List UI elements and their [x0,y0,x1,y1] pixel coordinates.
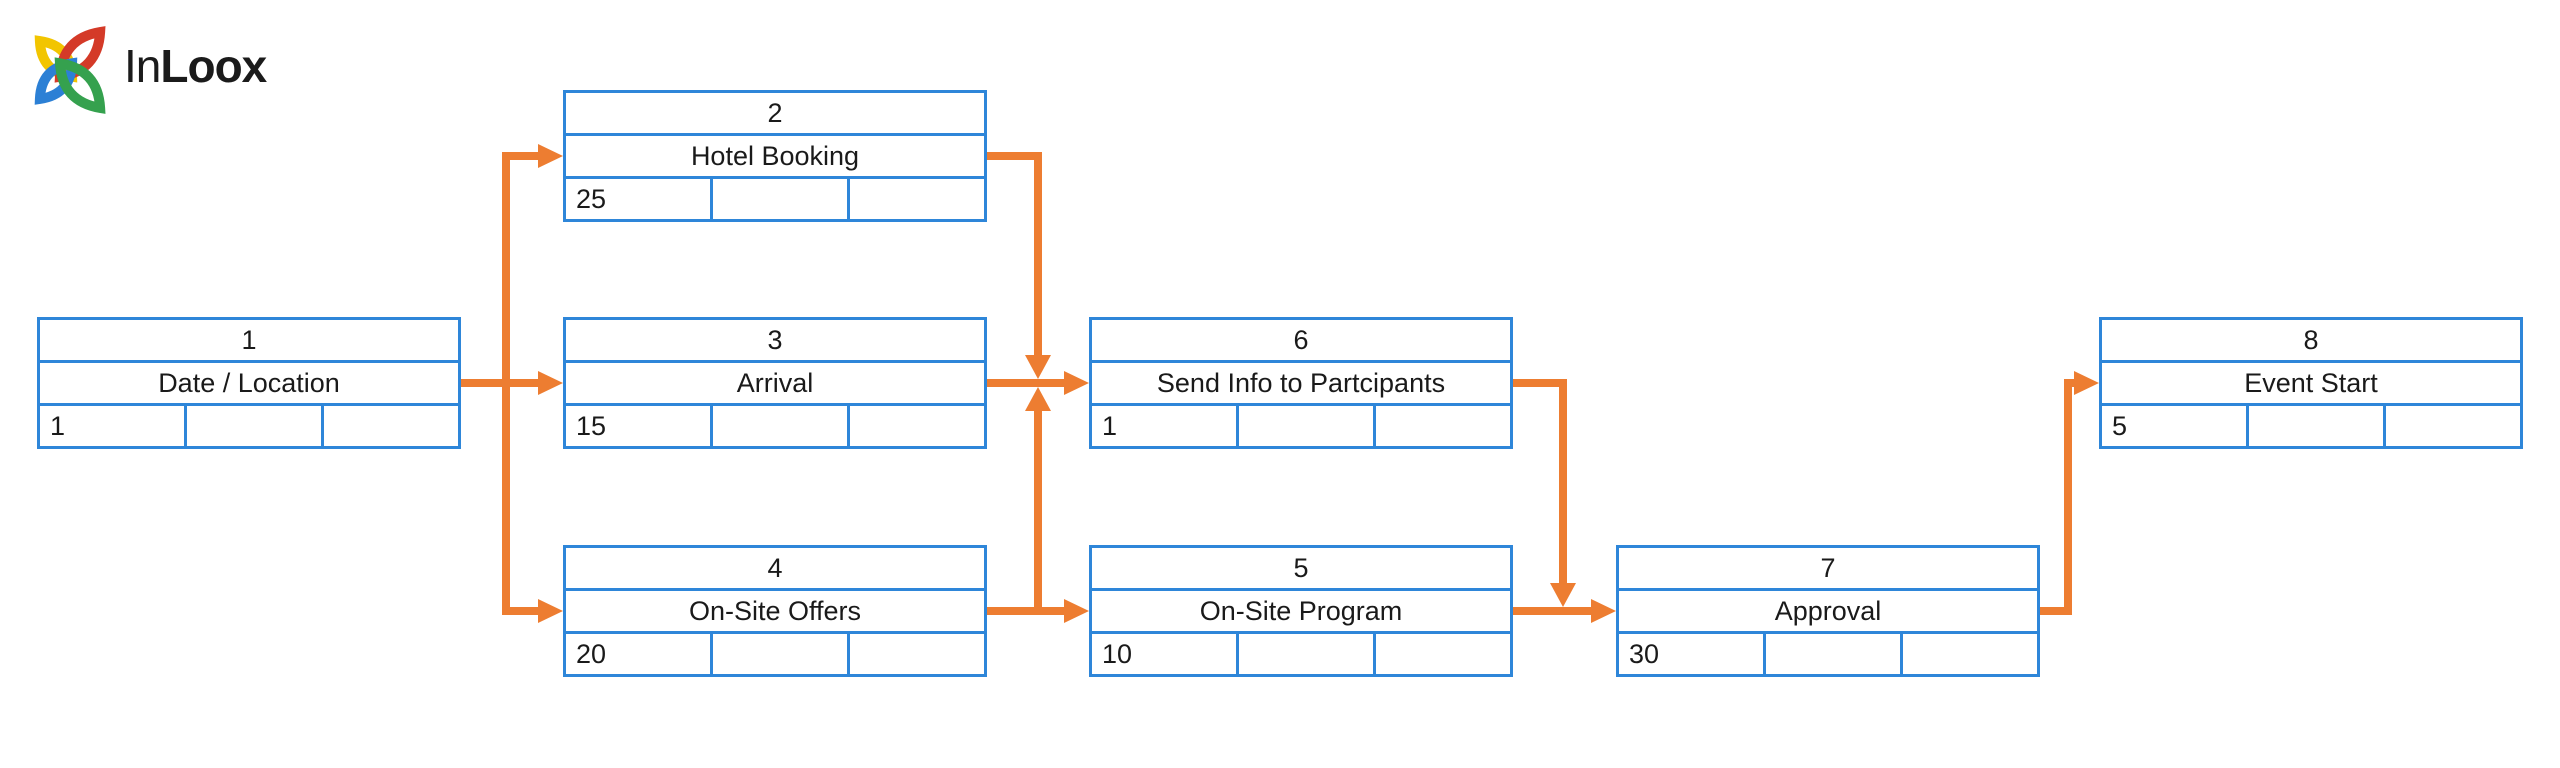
task-number: 3 [767,324,783,355]
task-number: 1 [241,324,257,355]
task-number: 8 [2303,324,2319,355]
task-duration: 1 [1102,410,1118,441]
task-node-8-event-start[interactable]: 8 Event Start 5 [2099,317,2523,449]
edge-1-to-4 [502,383,563,623]
inloox-flower-icon [34,26,106,114]
task-cell-empty [847,179,984,219]
edge-4-to-5 [987,599,1089,623]
task-cell-empty [1763,634,1900,674]
task-cell-empty [184,406,321,446]
task-node-6-send-info[interactable]: 6 Send Info to Partcipants 1 [1089,317,1513,449]
task-name: Hotel Booking [566,133,984,176]
task-number: 4 [767,552,783,583]
task-cell-empty [2246,406,2383,446]
task-duration: 1 [50,410,66,441]
edge-1-to-3 [461,371,563,395]
edge-7-to-8 [2040,371,2099,615]
task-cell-empty [710,634,847,674]
task-cell-empty [1900,634,2037,674]
edge-1-to-2 [502,144,563,383]
task-name: Event Start [2102,360,2520,403]
task-number: 7 [1820,552,1836,583]
inloox-wordmark-regular: In [124,40,161,92]
task-node-7-approval[interactable]: 7 Approval 30 [1616,545,2040,677]
task-name: On-Site Program [1092,588,1510,631]
task-name: Send Info to Partcipants [1092,360,1510,403]
task-node-1-date-location[interactable]: 1 Date / Location 1 [37,317,461,449]
task-cell-empty [321,406,458,446]
inloox-wordmark-bold: Loox [160,40,267,92]
task-cell-empty [1236,634,1373,674]
task-cell-empty [847,406,984,446]
task-cell-empty [710,179,847,219]
task-node-2-hotel-booking[interactable]: 2 Hotel Booking 25 [563,90,987,222]
task-cell-empty [1236,406,1373,446]
task-cell-empty [1373,406,1510,446]
edge-5-to-7 [1513,599,1616,623]
edge-6-to-7 [1513,379,1576,607]
task-node-5-on-site-program[interactable]: 5 On-Site Program 10 [1089,545,1513,677]
edge-4-to-6 [1025,387,1051,611]
task-node-4-on-site-offers[interactable]: 4 On-Site Offers 20 [563,545,987,677]
task-duration: 15 [576,410,607,441]
task-cell-empty [710,406,847,446]
task-duration: 20 [576,638,607,669]
task-number: 5 [1293,552,1309,583]
inloox-logo: InLoox [22,16,267,116]
task-name: Date / Location [40,360,458,403]
task-name: On-Site Offers [566,588,984,631]
task-node-3-arrival[interactable]: 3 Arrival 15 [563,317,987,449]
task-name: Approval [1619,588,2037,631]
task-duration: 10 [1102,638,1133,669]
edge-2-to-6 [987,152,1051,379]
task-duration: 25 [576,183,607,214]
task-number: 6 [1293,324,1309,355]
task-number: 2 [767,97,783,128]
inloox-wordmark: InLoox [124,40,267,92]
task-duration: 30 [1629,638,1660,669]
edge-3-to-6 [987,371,1089,395]
task-cell-empty [1373,634,1510,674]
task-duration: 5 [2112,410,2128,441]
task-name: Arrival [566,360,984,403]
task-cell-empty [847,634,984,674]
task-cell-empty [2383,406,2520,446]
